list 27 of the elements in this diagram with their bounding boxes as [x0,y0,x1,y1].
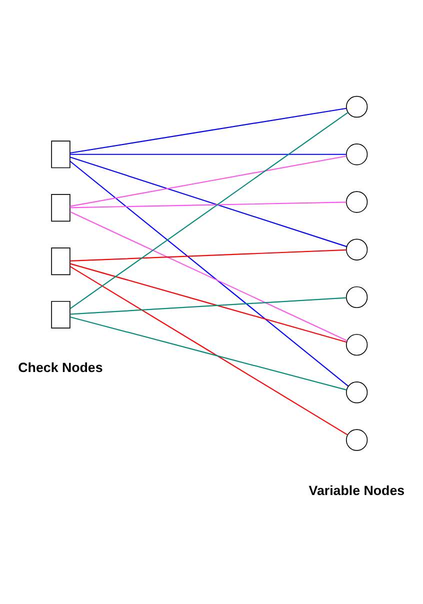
label: Check Nodes [18,360,103,376]
connector [70,160,349,387]
node-box [51,140,70,168]
node-circle [346,429,368,451]
node-circle [346,191,368,213]
node-circle [346,382,368,404]
connector [70,156,346,207]
connector [70,297,346,315]
node-circle [346,144,368,166]
label: Variable Nodes [308,482,405,498]
connector [70,108,346,154]
connector [70,112,348,310]
connector [70,316,347,390]
connector [70,211,348,342]
connector [70,154,346,155]
node-circle [346,96,368,118]
node-box [51,300,70,329]
connector [70,249,346,262]
connector [70,156,347,248]
connector [70,266,348,436]
node-circle [346,286,368,308]
node-box [51,248,70,276]
connector [70,263,347,343]
node-circle [346,334,368,356]
node-circle [346,238,368,260]
node-box [51,194,70,222]
connector [70,202,346,208]
